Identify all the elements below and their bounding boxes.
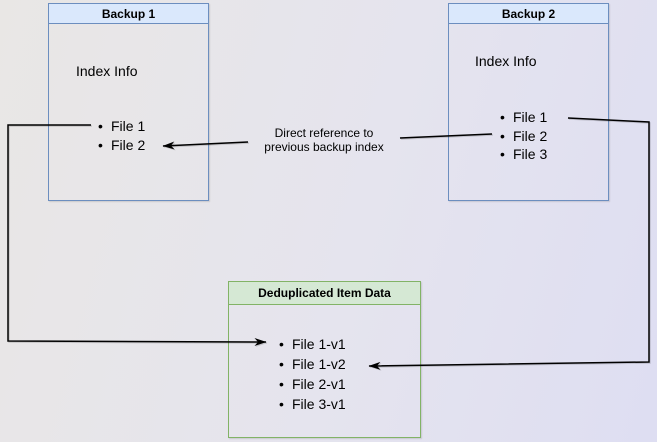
file-label: File 1 xyxy=(513,109,548,125)
bullet-icon xyxy=(93,136,108,155)
file-label: File 2-v1 xyxy=(292,376,346,392)
list-item: File 2 xyxy=(495,127,547,146)
list-item: File 1-v1 xyxy=(274,334,346,354)
bullet-icon xyxy=(274,394,289,414)
list-item: File 1 xyxy=(93,117,145,136)
backup-1-header: Backup 1 xyxy=(49,4,208,24)
list-item: File 1-v2 xyxy=(274,354,346,374)
backup-1-node: Backup 1 xyxy=(48,3,209,201)
backup-2-header: Backup 2 xyxy=(449,4,608,24)
backup-1-file-list: File 1 File 2 xyxy=(93,117,145,155)
file-label: File 1-v1 xyxy=(292,336,346,352)
bullet-icon xyxy=(495,108,510,127)
bullet-icon xyxy=(274,334,289,354)
file-label: File 3 xyxy=(513,146,548,162)
edge-label: Direct reference to previous backup inde… xyxy=(254,126,394,154)
file-label: File 1 xyxy=(111,118,146,134)
list-item: File 1 xyxy=(495,108,547,127)
backup-2-node: Backup 2 xyxy=(448,3,609,201)
bullet-icon xyxy=(274,354,289,374)
backup-2-file-list: File 1 File 2 File 3 xyxy=(495,108,547,164)
edge-label-line1: Direct reference to xyxy=(274,126,374,140)
edge-label-line2: previous backup index xyxy=(264,140,384,154)
dedup-header: Deduplicated Item Data xyxy=(229,282,420,305)
file-label: File 2 xyxy=(513,127,548,144)
list-item: File 3-v1 xyxy=(274,394,346,414)
bullet-icon xyxy=(495,145,510,164)
bullet-icon xyxy=(93,117,108,136)
bullet-icon xyxy=(495,127,510,146)
list-item: File 2-v1 xyxy=(274,374,346,394)
file-label: File 2 xyxy=(111,137,146,153)
list-item: File 2 xyxy=(93,136,145,155)
file-label: File 1-v2 xyxy=(292,356,346,372)
bullet-icon xyxy=(274,374,289,394)
file-label: File 3-v1 xyxy=(292,396,346,412)
backup-2-index-info-label: Index Info xyxy=(475,53,537,69)
backup-1-index-info-label: Index Info xyxy=(76,63,138,79)
dedup-file-list: File 1-v1 File 1-v2 File 2-v1 File 3-v1 xyxy=(274,334,346,414)
list-item: File 3 xyxy=(495,145,547,164)
